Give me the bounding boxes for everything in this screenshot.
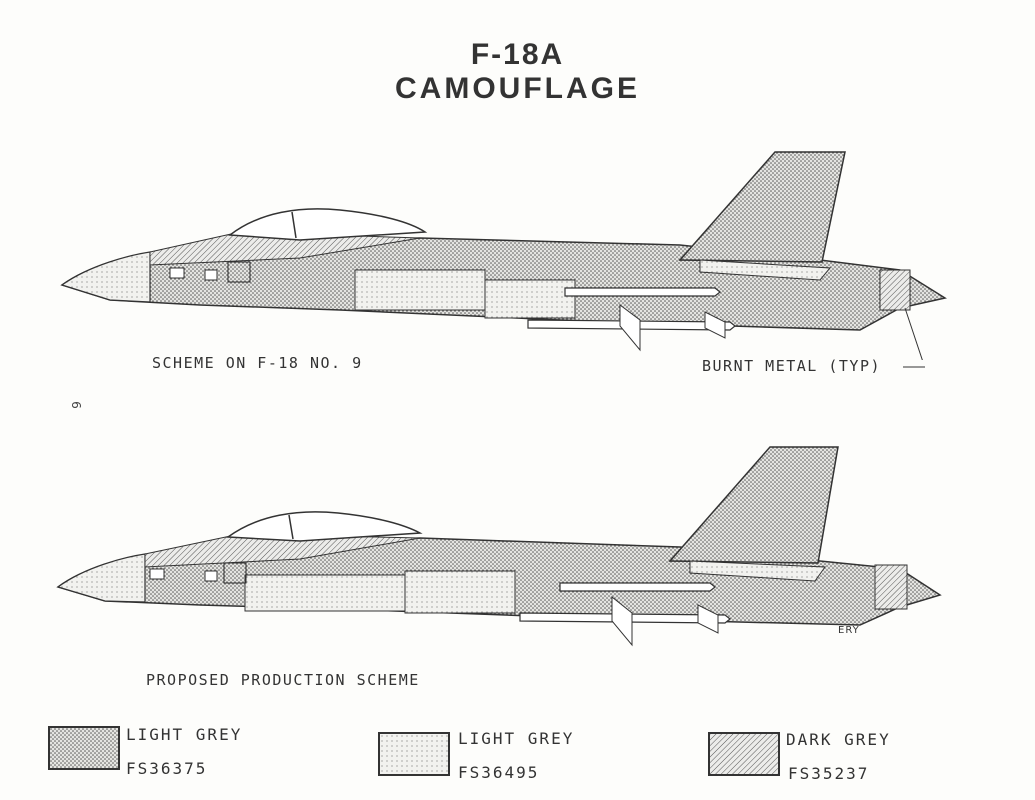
legend-swatch-light-stipple bbox=[378, 732, 450, 776]
legend-1-code: FS36375 bbox=[126, 759, 208, 778]
legend-swatch-dense-stipple bbox=[48, 726, 120, 770]
legend-swatch-diagonal-hatch bbox=[708, 732, 780, 776]
aircraft-profile-bottom bbox=[56, 446, 942, 647]
legend-1-name: LIGHT GREY bbox=[126, 725, 243, 744]
burnt-metal-callout: BURNT METAL (TYP) bbox=[702, 357, 882, 375]
artist-mark: ERY bbox=[838, 625, 860, 636]
page-mark: 6 bbox=[68, 401, 83, 409]
aircraft-profile-top bbox=[60, 151, 947, 360]
title-line-2: CAMOUFLAGE bbox=[395, 72, 640, 105]
legend-2-name: LIGHT GREY bbox=[458, 729, 575, 748]
legend-2-code: FS36495 bbox=[458, 763, 540, 782]
title-line-1: F-18A bbox=[470, 38, 565, 71]
legend-3-code: FS35237 bbox=[788, 764, 870, 783]
bottom-scheme-caption: PROPOSED PRODUCTION SCHEME bbox=[146, 671, 420, 689]
callout-leader-line bbox=[903, 366, 925, 368]
top-scheme-caption: SCHEME ON F-18 NO. 9 bbox=[152, 354, 363, 372]
legend-3-name: DARK GREY bbox=[786, 730, 891, 749]
